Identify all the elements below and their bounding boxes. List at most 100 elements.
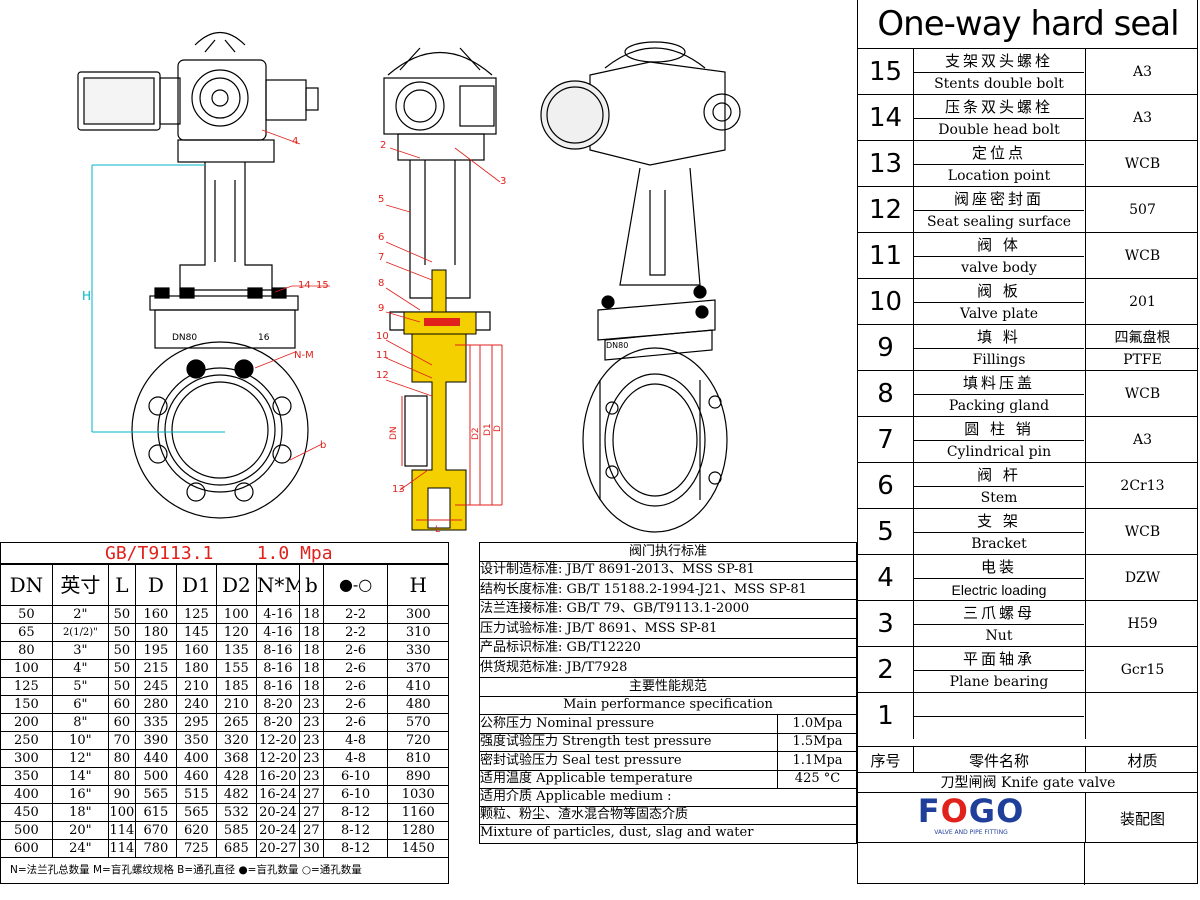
callout-5: 5 (378, 194, 384, 205)
dimensions-cell: 4-8 (322, 731, 389, 750)
medium-en: Mixture of particles, dust, slag and wat… (480, 825, 754, 840)
part-material: WCB (1085, 233, 1199, 279)
dimensions-cell: 620 (175, 821, 217, 840)
part-number: 13 (858, 141, 914, 187)
dimensions-cell: 16" (51, 785, 109, 804)
dimensions-cell: 100 (107, 803, 136, 822)
dimensions-cell: 8-12 (322, 821, 389, 840)
dimensions-cell: 135 (215, 641, 257, 660)
part-row: 1 (858, 692, 1198, 739)
dimensions-cell: 210 (175, 677, 217, 696)
dim-h-label: H (82, 289, 91, 303)
dimensions-cell: 114 (107, 839, 136, 858)
dimensions-cell: 27 (298, 821, 324, 840)
nm-label: N-M (294, 350, 314, 361)
dimensions-header-cell: H (387, 564, 449, 606)
dimensions-cell: 8-20 (255, 713, 300, 732)
standards-title: 阀门执行标准 (480, 543, 856, 562)
dimensions-cell: 145 (175, 623, 217, 642)
performance-value: 1.5Mpa (777, 733, 857, 752)
dimensions-cell: 310 (387, 623, 449, 642)
dimensions-cell: 100 (215, 605, 257, 624)
standard-line: 结构长度标准: GB/T 15188.2-1994-J21、MSS SP-81 (480, 581, 856, 600)
part-name-en: valve body (961, 259, 1037, 276)
part-material: 507 (1085, 187, 1199, 233)
dimensions-cell: 4-8 (322, 749, 389, 768)
dimensions-cell: 320 (215, 731, 257, 750)
dimensions-cell: 1030 (387, 785, 449, 804)
part-name-zh: 三爪螺母 (914, 601, 1084, 625)
part-number: 11 (858, 233, 914, 279)
dimensions-cell: 685 (215, 839, 257, 858)
part-number: 5 (858, 509, 914, 555)
part-name-en: Packing gland (948, 397, 1050, 414)
dimensions-header-cell: DN (0, 564, 53, 606)
dimensions-cell: 10" (51, 731, 109, 750)
iso-view (540, 41, 741, 533)
dimensions-cell: 180 (175, 659, 217, 678)
dimensions-cell: 500 (0, 821, 53, 840)
dimensions-cell: 400 (175, 749, 217, 768)
dimensions-header-cell: b (298, 564, 324, 606)
logo-letter-g: G (968, 792, 997, 830)
dimensions-cell: 200 (0, 713, 53, 732)
part-number: 8 (858, 371, 914, 417)
callout-11: 11 (376, 350, 389, 361)
part-material: 201 (1085, 279, 1199, 325)
dimensions-cell: 6-10 (322, 785, 389, 804)
part-name-en: Location point (947, 167, 1051, 184)
part-name-zh: 压条双头螺栓 (914, 95, 1084, 119)
dimensions-cell: 810 (387, 749, 449, 768)
standard-line: 产品标识标准: GB/T12220 (480, 639, 856, 658)
dimensions-cell: 890 (387, 767, 449, 786)
part-name-zh: 支架双头螺栓 (914, 49, 1084, 73)
dimensions-cell: 480 (387, 695, 449, 714)
part-name-zh: 圆 柱 销 (914, 417, 1084, 441)
spec-title-box: GB/T9113.1 1.0 Mpa (0, 542, 449, 564)
dimensions-cell: 215 (134, 659, 177, 678)
product-name: 刀型闸阀 Knife gate valve (940, 775, 1116, 791)
dimensions-cell: 720 (387, 731, 449, 750)
b-label: b (320, 440, 326, 451)
part-number: 1 (858, 693, 914, 739)
part-material: A3 (1085, 49, 1199, 95)
performance-value: 1.0Mpa (777, 715, 857, 733)
dim-d1: D1 (483, 423, 493, 436)
dimensions-cell: 1280 (387, 821, 449, 840)
dimensions-cell: 725 (175, 839, 217, 858)
dimensions-cell: 8-20 (255, 695, 300, 714)
dimensions-legend-note: N=法兰孔总数量 M=盲孔螺纹规格 B=通孔直径 ●=盲孔数量 ○=通孔数量 (10, 864, 362, 876)
dimensions-cell: 570 (387, 713, 449, 732)
part-material: A3 (1085, 417, 1199, 463)
callout-3: 3 (500, 176, 506, 187)
dimensions-cell: 18 (298, 659, 324, 678)
performance-label: 适用温度 Applicable temperature (480, 770, 693, 786)
dimensions-cell: 12" (51, 749, 109, 768)
dimensions-cell: 16-24 (255, 785, 300, 804)
part-name-en: Double head bolt (938, 121, 1060, 138)
dimensions-cell: 4-16 (255, 623, 300, 642)
part-name-en: Plane bearing (949, 673, 1049, 690)
dimensions-cell: 600 (0, 839, 53, 858)
part-name-zh: 填 料 (914, 325, 1084, 349)
dimensions-cell: 160 (134, 605, 177, 624)
dimensions-cell: 2-2 (322, 623, 389, 642)
callout-10: 10 (376, 331, 389, 342)
spec-title: GB/T9113.1 1.0 Mpa (105, 543, 333, 564)
dimensions-cell: 80 (107, 767, 136, 786)
dimensions-cell: 18 (298, 623, 324, 642)
dimensions-header-cell: D2 (215, 564, 257, 606)
medium-zh: 颗粒、粉尘、渣水混合物等固态介质 (480, 806, 856, 825)
dimensions-header-cell: L (107, 564, 136, 606)
part-name-en: Valve plate (960, 305, 1038, 322)
